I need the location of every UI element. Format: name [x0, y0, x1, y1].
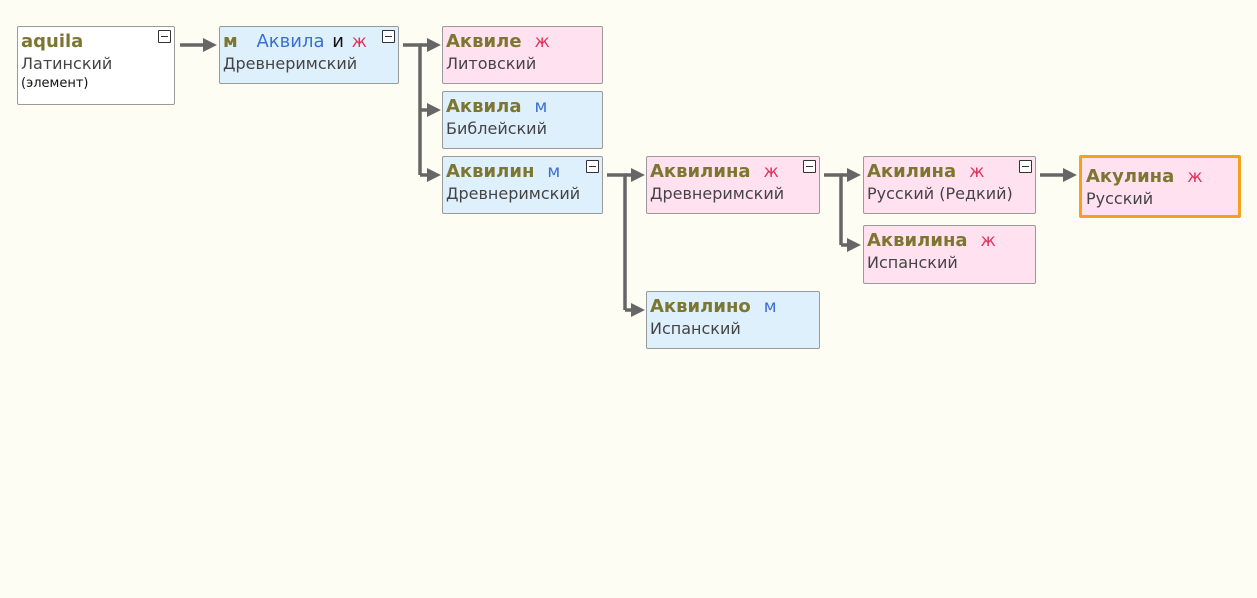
- node-origin: Библейский: [446, 119, 547, 138]
- node-name[interactable]: aquila: [21, 31, 84, 52]
- node-origin: Русский: [1086, 189, 1154, 208]
- collapse-icon[interactable]: [1019, 160, 1032, 173]
- node-name[interactable]: Акулина: [1086, 166, 1175, 187]
- gender-female-symbol: ж: [351, 32, 367, 52]
- node-akvilin[interactable]: Аквилин м Древнеримский: [442, 156, 603, 214]
- node-name[interactable]: Аквилина: [650, 161, 751, 182]
- node-name[interactable]: Акилина: [867, 161, 957, 182]
- node-name[interactable]: Аквилино: [650, 296, 751, 317]
- connector-akvila-trunk: [403, 43, 422, 175]
- gender-symbol: ж: [980, 231, 996, 251]
- node-akilina[interactable]: Акилина ж Русский (Редкий): [863, 156, 1036, 214]
- node-akvilina-roman[interactable]: Аквилина ж Древнеримский: [646, 156, 820, 214]
- conjunction: и: [332, 31, 344, 52]
- collapse-icon[interactable]: [803, 160, 816, 173]
- gender-symbol: ж: [1187, 167, 1203, 187]
- node-origin: Испанский: [650, 319, 741, 338]
- node-note: (элемент): [21, 76, 89, 91]
- node-name[interactable]: Аквила: [446, 96, 522, 117]
- gender-symbol: ж: [534, 32, 550, 52]
- node-name[interactable]: Аквиле: [446, 31, 522, 52]
- collapse-icon[interactable]: [382, 30, 395, 43]
- node-name[interactable]: Аквилина: [867, 230, 968, 251]
- node-name[interactable]: Аквилин: [446, 161, 535, 182]
- node-aquila[interactable]: aquila Латинский (элемент): [17, 26, 175, 105]
- gender-symbol: ж: [969, 162, 985, 182]
- gender-symbol: ж: [763, 162, 779, 182]
- node-origin: Литовский: [446, 54, 537, 73]
- node-akulina-current[interactable]: Акулина ж Русский: [1079, 155, 1241, 218]
- connector-akvilin-trunk: [607, 173, 627, 310]
- node-origin: Древнеримский: [650, 184, 785, 203]
- node-origin: Древнеримский: [223, 54, 358, 73]
- node-origin: Испанский: [867, 253, 958, 272]
- collapse-icon[interactable]: [586, 160, 599, 173]
- connector-akvilina-trunk: [824, 173, 843, 245]
- node-akvila-roman[interactable]: м Аквила и ж Древнеримский: [219, 26, 399, 84]
- node-name[interactable]: Аквила: [256, 31, 325, 52]
- node-akvilino[interactable]: Аквилино м Испанский: [646, 291, 820, 349]
- gender-male-symbol: м: [223, 31, 238, 52]
- node-akvilina-es[interactable]: Аквилина ж Испанский: [863, 225, 1036, 284]
- gender-symbol: м: [763, 297, 777, 317]
- node-origin: Древнеримский: [446, 184, 581, 203]
- collapse-icon[interactable]: [158, 30, 171, 43]
- node-origin: Латинский: [21, 54, 113, 73]
- gender-symbol: м: [534, 97, 548, 117]
- gender-symbol: м: [547, 162, 561, 182]
- node-origin: Русский (Редкий): [867, 184, 1013, 203]
